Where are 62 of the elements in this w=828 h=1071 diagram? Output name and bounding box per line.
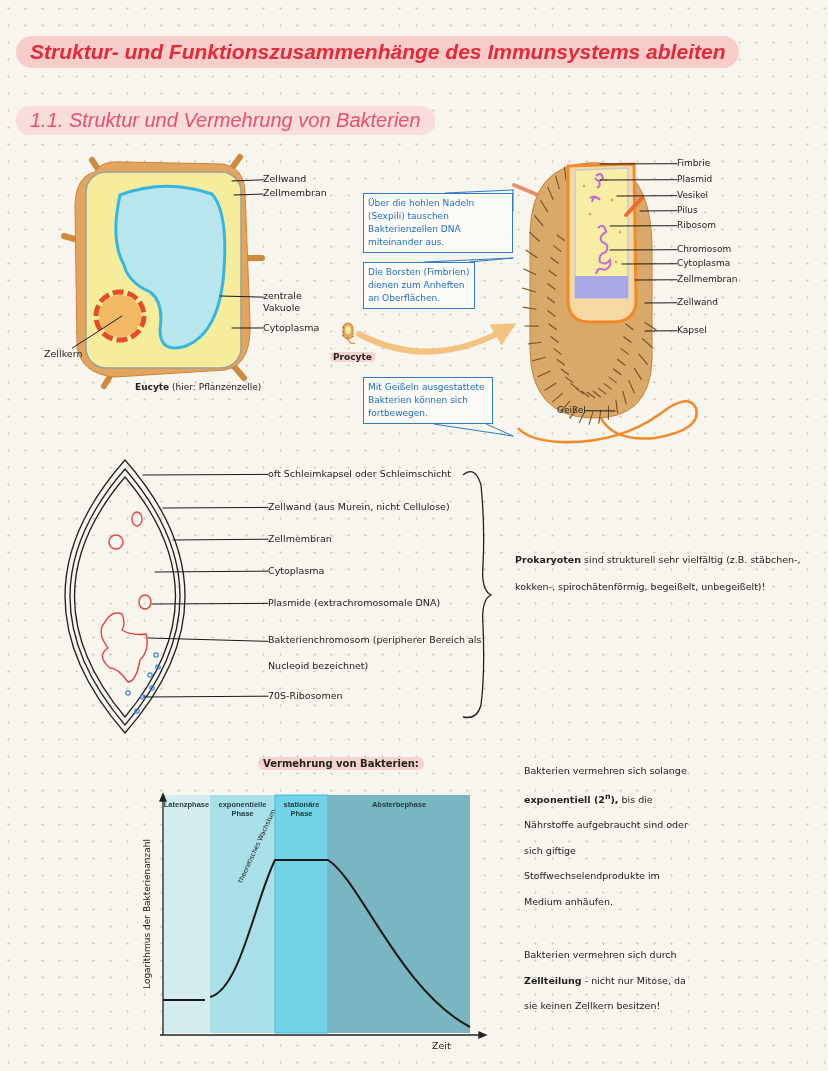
leader-line [154, 570, 269, 573]
leader-line [233, 193, 264, 196]
cell-type-label: Procyte [330, 352, 375, 362]
leader-line [172, 538, 269, 541]
part-label: Cytoplasma [268, 565, 325, 577]
part-label: Kapsel [677, 325, 707, 337]
part-label: 70S-Ribosomen [268, 690, 343, 702]
note-text: Bakterien vermehren sich solange exponentiell (2$^{n}$), bis die Nährstoffe aufgebraucht sind oder sich giftige Stoffwechselendprodukte im Medium anhäufen. [524, 764, 689, 909]
leader-line [142, 473, 269, 476]
part-label: Bakterienchromosom (peripherer Bereich als Nucleoid bezeichnet) [268, 627, 483, 679]
cell-type-label: Eucyte (hier: Pflanzenzelle) [135, 382, 262, 392]
leader-line [142, 695, 269, 698]
leader-line [231, 179, 264, 182]
part-label: Zellmembran [268, 533, 332, 545]
part-label: Cytoplasma [677, 258, 731, 270]
curved-arrow [356, 323, 517, 355]
part-label: oft Schleimkapsel oder Schleimschicht [268, 468, 452, 480]
chart-title: Vermehrung von Bakterien: [258, 757, 424, 770]
part-label: Zellmembran [677, 274, 738, 286]
bacterium-icon [340, 322, 356, 346]
axis-label: Logarithmus der Bakterienanzahl [142, 838, 152, 991]
part-label: Fimbrie [677, 158, 711, 170]
section-heading: 1.1. Struktur und Vermehrung von Bakterien [16, 106, 435, 135]
leader-line [609, 225, 678, 227]
leader-line [621, 263, 678, 265]
title: Struktur- und Funktionszusammenhänge des Immunsystems ableiten [16, 36, 740, 68]
leader-line [599, 179, 678, 181]
leader-line [609, 249, 678, 251]
part-label: Plasmide (extrachromosomale DNA) [268, 597, 441, 609]
leader-line [634, 279, 678, 281]
leader-line [639, 210, 678, 212]
callout-pointer [445, 189, 514, 212]
part-label: Chromosom [677, 244, 732, 256]
note-text: Bakterien vermehren sich durch Zellteilung - nicht nur Mitose, da sie keinen Zellkern besitzen! [524, 948, 687, 1013]
part-label: Geißel [557, 405, 586, 417]
leader-line [151, 602, 269, 605]
part-label: Zellwand [263, 173, 307, 185]
part-label: Zellmembran [263, 187, 327, 199]
note-text: Prokaryoten sind strukturell sehr vielfältig (z.B. stäbchen-, kokken-, spirochätenförmig, begeißelt, unbegeißelt)! [515, 553, 802, 594]
leader-line [585, 410, 616, 412]
callout-box: Die Borsten (Fimbrien) dienen zum Anheften an Oberflächen. [363, 262, 475, 310]
callout-box: Mit Geißeln ausgestattete Bakterien können sich fortbewegen. [363, 377, 493, 425]
leader-line [147, 637, 269, 642]
part-label: Ribosom [677, 220, 716, 232]
part-label: Vesikel [677, 190, 709, 202]
callout-pointer [434, 423, 514, 437]
leader-line [162, 506, 269, 509]
part-label: Cytoplasma [263, 322, 320, 334]
part-label: Zellwand [677, 297, 718, 309]
leader-line [599, 163, 678, 165]
callout-pointer [424, 257, 514, 263]
axis-label: Zeit [432, 1040, 451, 1052]
leader-line [644, 330, 678, 332]
part-label: Plasmid [677, 174, 713, 186]
part-label: Zellwand (aus Murein, nicht Cellulose) [268, 501, 450, 513]
part-label: Pilus [677, 205, 698, 217]
leader-line [231, 327, 264, 329]
leader-line [644, 302, 678, 304]
callout-box: Über die hohlen Nadeln (Sexpili) tauschen Bakterienzellen DNA miteinander aus. [363, 193, 513, 254]
leader-line [219, 295, 264, 298]
leader-line [616, 195, 678, 197]
part-label: zentrale Vakuole [263, 290, 315, 314]
